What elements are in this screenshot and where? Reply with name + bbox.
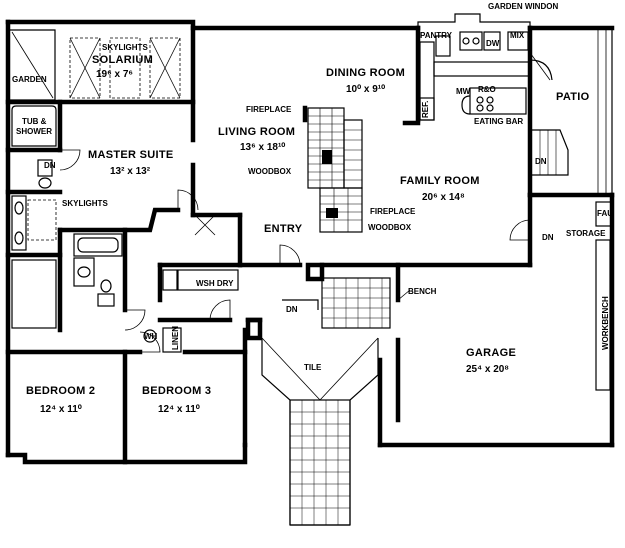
entry-dn-label: DN: [286, 305, 298, 314]
mix-label: MIX: [510, 31, 525, 40]
exterior-walls: [5, 13, 615, 465]
tub-label-line2: SHOWER: [16, 127, 52, 136]
patio-name: PATIO: [556, 91, 590, 103]
workbench-label: WORKBENCH: [601, 296, 610, 350]
fireplace-living: [307, 107, 345, 189]
storage-dn-label: DN: [542, 233, 554, 242]
hall-bath-fixtures: [11, 233, 123, 329]
entry-name: ENTRY: [264, 223, 303, 235]
wsh-dry-label: WSH DRY: [196, 279, 234, 288]
mw-label: MW: [456, 87, 471, 96]
living-room-name: LIVING ROOM: [218, 126, 295, 138]
entry-tile: [261, 277, 391, 526]
tub-label-line1: TUB &: [22, 117, 47, 126]
bench-label: BENCH: [408, 287, 437, 296]
living-room-dim: 13⁶ x 18¹⁰: [240, 142, 285, 153]
family-dn-label: DN: [535, 157, 547, 166]
tub-shower: [11, 105, 57, 147]
garden-window-label: GARDEN WINDON: [488, 2, 558, 11]
pantry-label: PANTRY: [420, 31, 453, 40]
garage-dim: 25⁴ x 20⁸: [466, 364, 509, 375]
room-labels: SKYLIGHTS SOLARIUM 19⁶ x 7⁶ GARDEN TUB &…: [12, 2, 613, 415]
tile-label: TILE: [304, 363, 322, 372]
family-stair: [530, 129, 569, 176]
fireplace-living-label: FIREPLACE: [246, 105, 292, 114]
bedroom2-name: BEDROOM 2: [26, 385, 95, 397]
linen-closet: [143, 327, 182, 353]
bedroom3-dim: 12⁴ x 11⁰: [158, 404, 200, 415]
fau-label: FAU: [597, 209, 613, 218]
garden-label: GARDEN: [12, 75, 47, 84]
garage-details: [397, 201, 613, 391]
solarium-skylights: [10, 29, 181, 101]
master-dn-label: DN: [44, 161, 56, 170]
fireplace-family-label: FIREPLACE: [370, 207, 416, 216]
ref-label: REF.: [421, 101, 430, 118]
dw-label: DW: [486, 39, 500, 48]
solarium-dim: 19⁶ x 7⁶: [96, 69, 133, 80]
woodbox-family-label: WOODBOX: [368, 223, 412, 232]
bedroom3-name: BEDROOM 3: [142, 385, 211, 397]
door-swings: [59, 149, 531, 353]
master-bath-fixtures: [11, 159, 57, 251]
storage-label: STORAGE: [566, 229, 606, 238]
bedroom2-dim: 12⁴ x 11⁰: [40, 404, 82, 415]
family-room-name: FAMILY ROOM: [400, 175, 480, 187]
wh-label: WH: [144, 332, 158, 341]
master-suite-dim: 13² x 13²: [110, 166, 151, 177]
fireplace-family: [319, 119, 363, 233]
woodbox-living-label: WOODBOX: [248, 167, 292, 176]
range-label: R&O: [478, 85, 496, 94]
garage-name: GARAGE: [466, 347, 516, 359]
linen-label: LINEN: [171, 326, 180, 350]
dining-room-name: DINING ROOM: [326, 67, 405, 79]
master-suite-name: MASTER SUITE: [88, 149, 174, 161]
solarium-name: SOLARIUM: [92, 54, 153, 66]
laundry: [162, 269, 239, 291]
family-room-dim: 20⁶ x 14⁸: [422, 192, 465, 203]
patio-outline: [530, 27, 613, 195]
kitchen: [419, 31, 553, 121]
dining-room-dim: 10⁰ x 9¹⁰: [346, 84, 385, 95]
skylights-top-label: SKYLIGHTS: [102, 43, 148, 52]
skylights-bath-label: SKYLIGHTS: [62, 199, 108, 208]
eating-bar-label: EATING BAR: [474, 117, 523, 126]
